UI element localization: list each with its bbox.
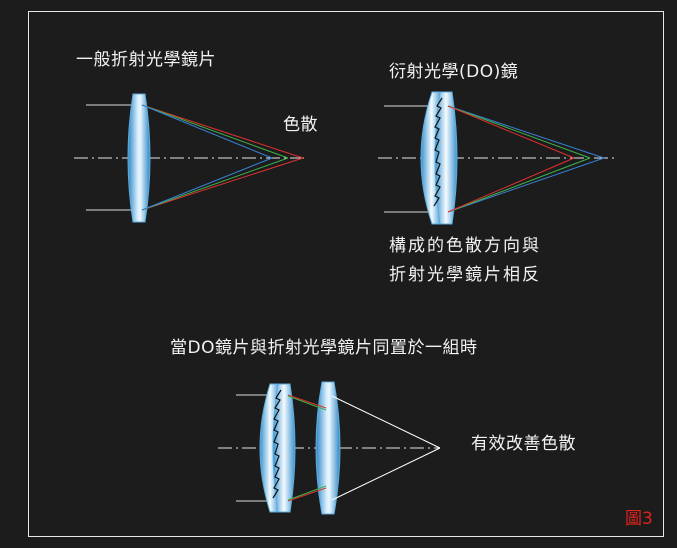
converged-rays xyxy=(331,395,441,501)
dispersion-label: 色散 xyxy=(283,115,318,135)
dispersed-rays xyxy=(141,104,304,211)
dispersed-rays xyxy=(447,105,605,213)
ray-blue-top xyxy=(141,104,273,159)
ray-green-bottom xyxy=(141,157,289,211)
ray-red-top xyxy=(447,105,575,159)
opposite-dispersion-note: 構成的色散方向與 折射光學鏡片相反 xyxy=(389,236,541,285)
ray-blue-bottom xyxy=(447,157,605,213)
combined-lens-diagram xyxy=(218,381,441,515)
normal-lens-title: 一般折射光學鏡片 xyxy=(76,50,216,70)
do-lens-diagram xyxy=(378,91,614,225)
ray-green-bottom xyxy=(447,157,591,213)
combined-title: 當DO鏡片與折射光學鏡片同置於一組時 xyxy=(170,338,478,358)
diffraction-grating xyxy=(433,97,443,207)
ray-red-bottom xyxy=(141,157,304,211)
ray-red-bottom xyxy=(447,157,575,213)
ray-red-top xyxy=(141,104,304,159)
refractive-lens xyxy=(315,381,341,515)
ray-blue-top xyxy=(447,105,605,159)
colored-rays-between xyxy=(287,394,327,502)
do-lens-title: 衍射光學(DO)鏡 xyxy=(389,62,519,82)
diffraction-grating xyxy=(272,389,282,499)
figure-number: 圖3 xyxy=(625,509,653,529)
ray-green-top xyxy=(141,104,289,159)
convex-lens xyxy=(127,93,151,223)
ray-blue-bottom xyxy=(141,157,273,211)
improved-label: 有效改善色散 xyxy=(471,434,576,454)
normal-lens-diagram xyxy=(74,93,305,223)
ray-green-top xyxy=(447,105,591,159)
